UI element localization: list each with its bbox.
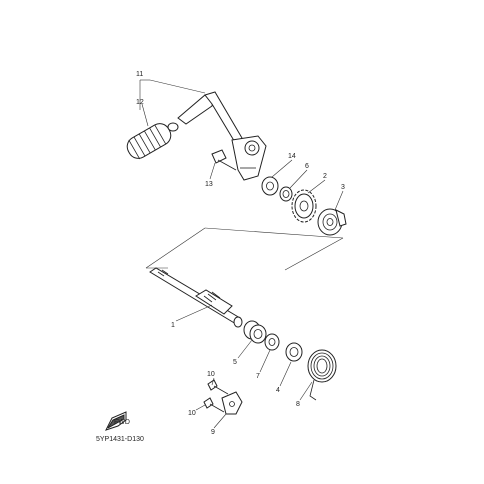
bolt-10-lower [203,397,225,413]
callout-10-upper: 10 [207,371,215,378]
kick-grip [126,122,179,160]
stopper-plate-9 [221,391,243,415]
callout-11: 11 [136,71,143,78]
kick-arm [177,91,267,181]
bolt-10-upper [207,379,229,395]
callout-5: 5 [233,359,237,366]
callout-12: 12 [136,99,144,106]
callout-6: 6 [305,163,309,170]
kick-shaft-1 [149,267,243,328]
callout-13: 13 [205,181,213,188]
callout-3: 3 [341,184,345,191]
bolt-13 [211,149,237,171]
torsion-spring-8 [307,349,337,401]
fwd-arrow-icon: FWD [105,411,130,431]
part-code: 5YP1431-D130 [96,436,144,443]
callout-4: 4 [276,387,280,394]
bracket-11 [139,79,206,110]
callout-leaders [141,103,344,429]
washer-14 [261,176,279,196]
callout-2: 2 [323,173,327,180]
callout-14: 14 [288,153,296,160]
spring-guide-5 [243,320,267,344]
ratchet-3 [317,208,347,236]
callout-7: 7 [256,373,260,380]
spacer-4 [285,342,303,362]
assembly-outline [145,227,344,271]
callout-8: 8 [296,401,300,408]
callout-10-lower: 10 [188,410,196,417]
fwd-label: FWD [114,419,130,426]
callout-9: 9 [211,429,215,436]
circlip-6 [279,186,293,202]
washer-7 [264,333,280,351]
callout-1: 1 [171,322,175,329]
kick-gear-2 [291,189,317,223]
callout-labels: 11 12 13 14 6 2 3 1 5 7 4 8 10 10 9 [136,71,345,436]
